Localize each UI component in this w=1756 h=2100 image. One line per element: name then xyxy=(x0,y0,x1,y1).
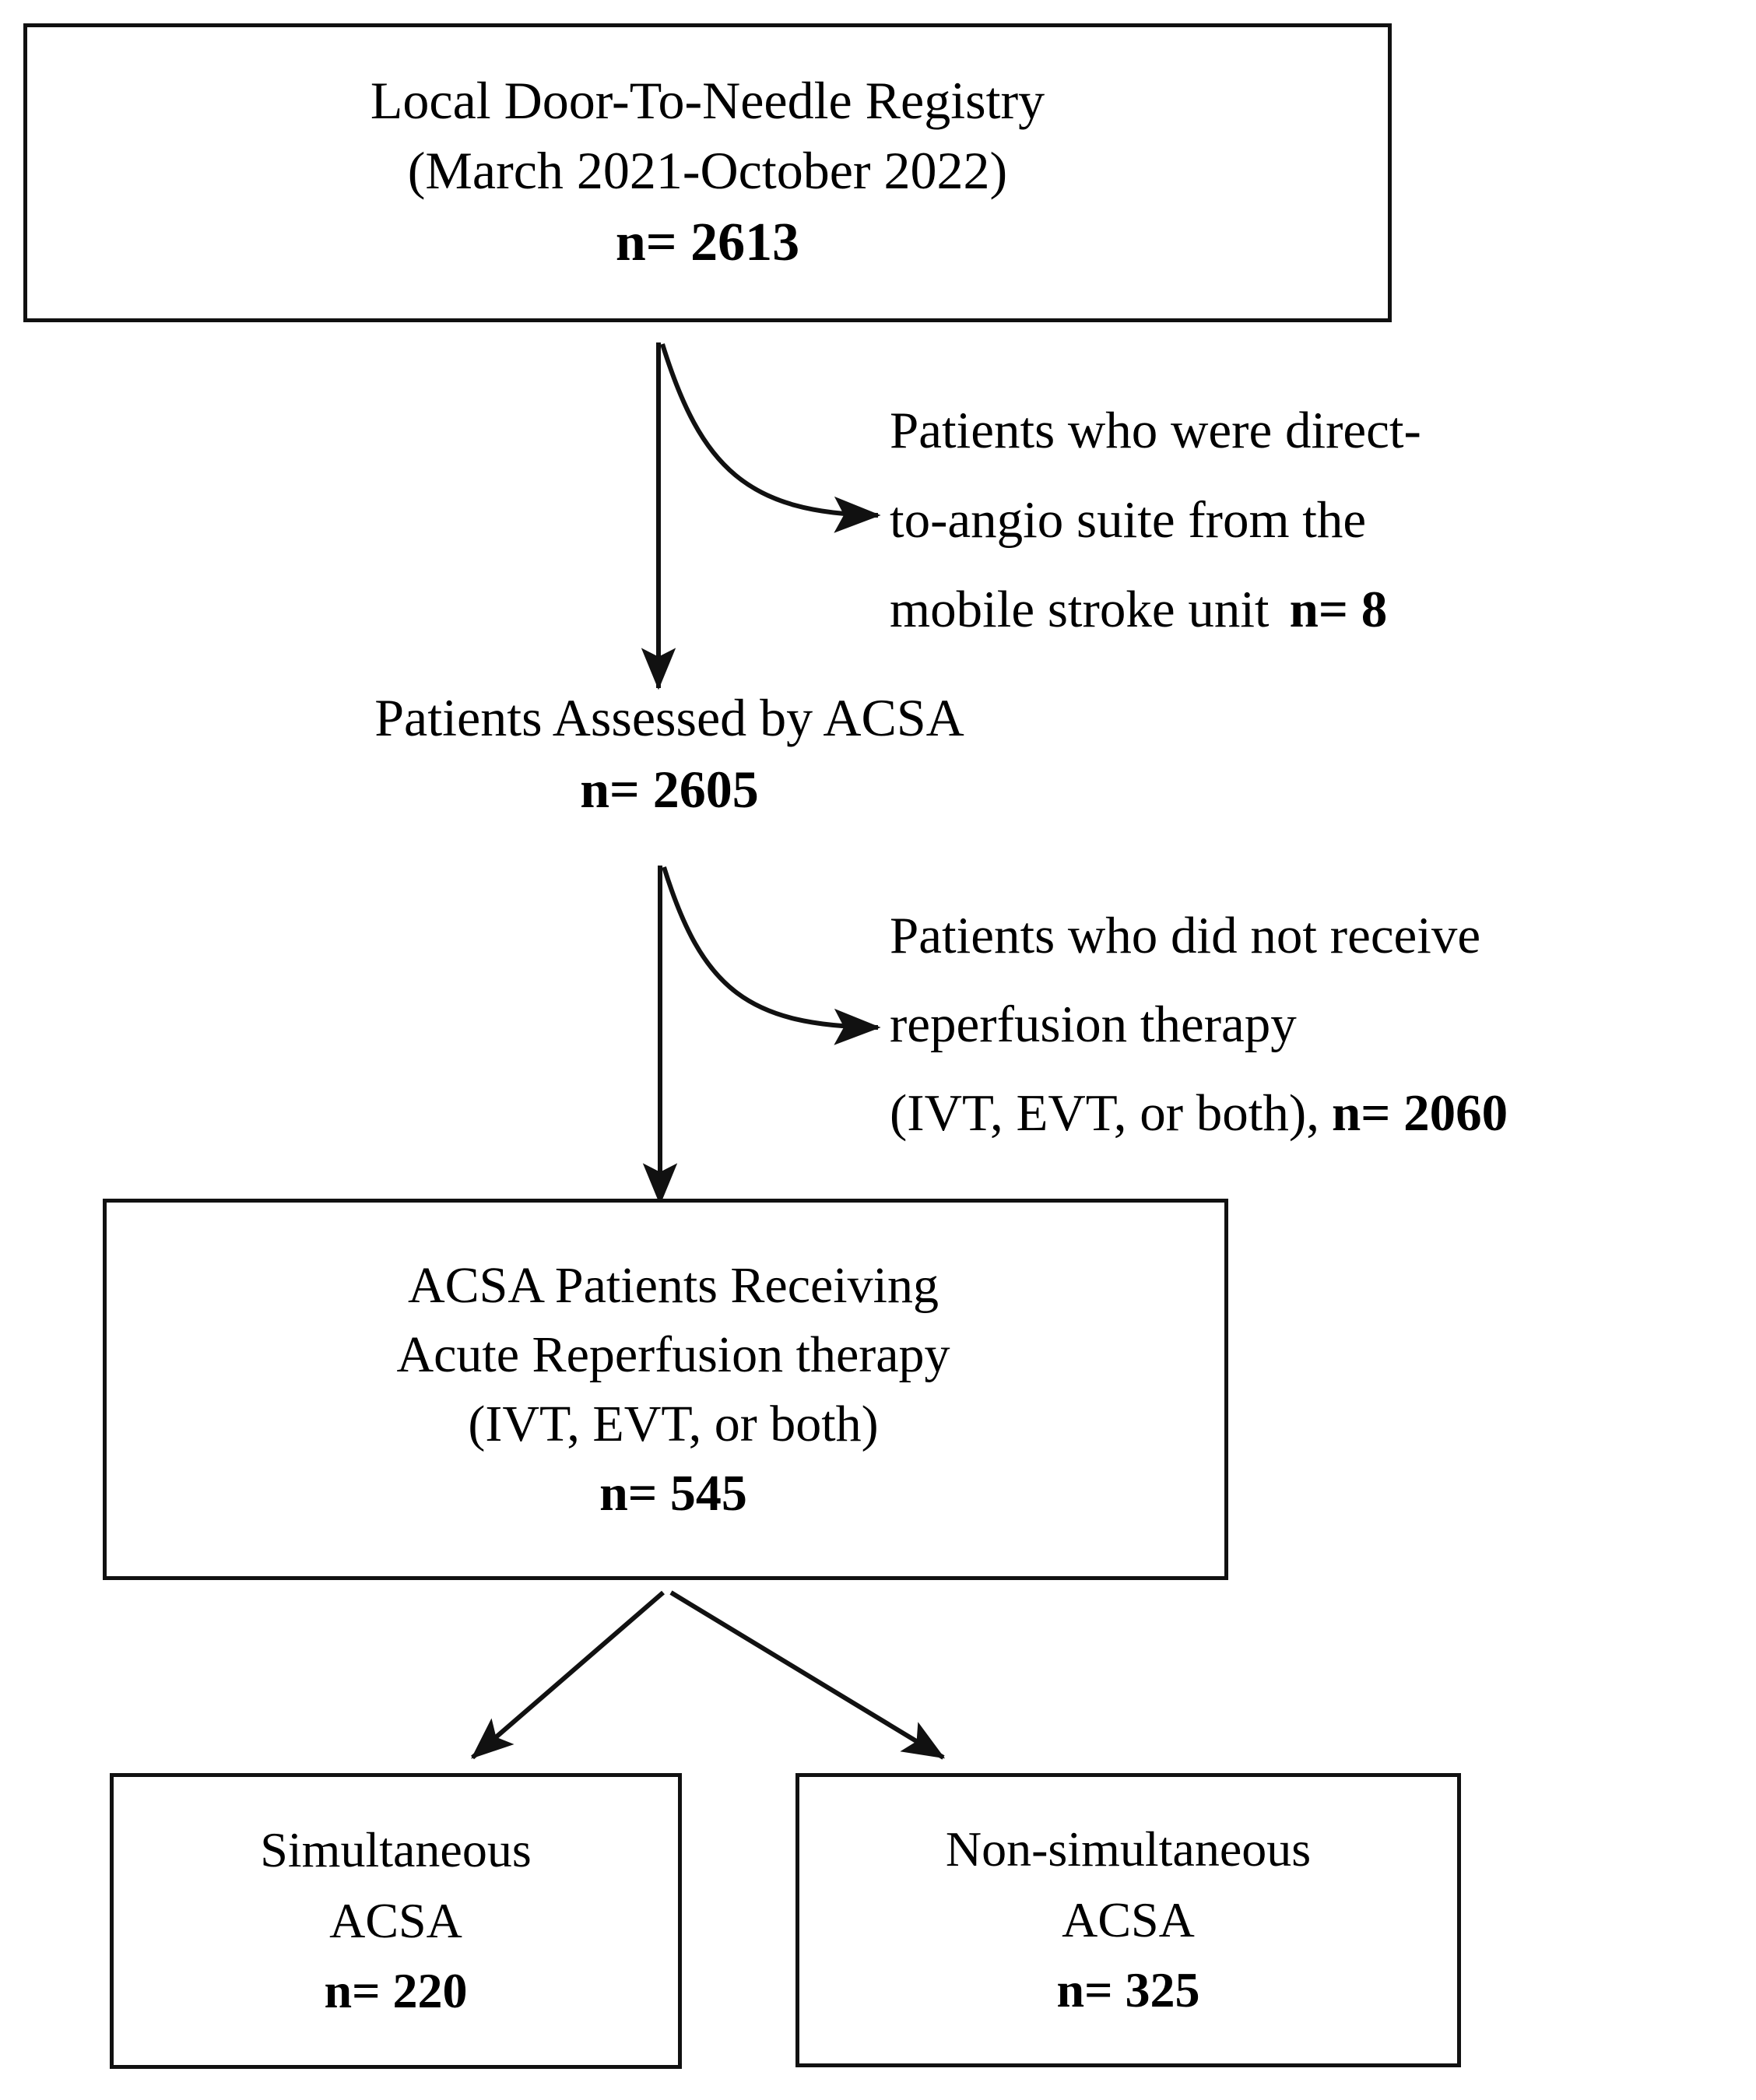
direct-angio-line1: Patients who were direct- xyxy=(890,402,1421,459)
no-reperfusion-line3-text: (IVT, EVT, or both), xyxy=(890,1083,1319,1142)
direct-angio-line2: to-angio suite from the xyxy=(890,491,1367,550)
node-patients-assessed: Patients Assessed by ACSA n= 2605 xyxy=(202,682,1136,826)
annotation-direct-to-angio: Patients who were direct- to-angio suite… xyxy=(890,386,1756,655)
direct-angio-line3: mobile stroke unit n= 8 xyxy=(890,565,1756,655)
reperfusion-text-block: ACSA Patients Receiving Acute Reperfusio… xyxy=(127,1251,1204,1528)
non-simultaneous-line1: Non-simultaneous xyxy=(945,1821,1312,1877)
node-local-registry: Local Door-To-Needle Registry (March 202… xyxy=(23,23,1392,322)
registry-title-line2: (March 2021-October 2022) xyxy=(407,141,1008,201)
simultaneous-count: n= 220 xyxy=(324,1963,468,2019)
reperfusion-line2: Acute Reperfusion therapy xyxy=(396,1326,950,1383)
non-simultaneous-line2: ACSA xyxy=(1062,1891,1195,1947)
node-simultaneous-acsa: Simultaneous ACSA n= 220 xyxy=(110,1773,682,2069)
node-non-simultaneous-acsa: Non-simultaneous ACSA n= 325 xyxy=(795,1773,1461,2067)
connector-exclusion-no-reperfusion xyxy=(662,866,881,1045)
annotation-no-reperfusion: Patients who did not receive reperfusion… xyxy=(890,892,1756,1158)
reperfusion-line1: ACSA Patients Receiving xyxy=(408,1256,939,1314)
connector-split-to-non-simultaneous xyxy=(669,1590,946,1760)
registry-count: n= 2613 xyxy=(615,212,800,272)
direct-angio-line3-text: mobile stroke unit xyxy=(890,581,1270,639)
simultaneous-line1: Simultaneous xyxy=(260,1821,532,1877)
connector-split-to-simultaneous xyxy=(471,1590,665,1760)
no-reperfusion-line2: reperfusion therapy xyxy=(890,995,1297,1053)
non-simultaneous-count: n= 325 xyxy=(1056,1962,1200,2018)
registry-title-line1: Local Door-To-Needle Registry xyxy=(370,71,1045,131)
connector-exclusion-direct-angio xyxy=(660,343,881,533)
reperfusion-line3: (IVT, EVT, or both) xyxy=(468,1396,879,1452)
simultaneous-line2: ACSA xyxy=(329,1892,462,1948)
reperfusion-count: n= 545 xyxy=(599,1465,747,1522)
direct-angio-count: n= 8 xyxy=(1289,581,1388,639)
no-reperfusion-line3: (IVT, EVT, or both),n= 2060 xyxy=(890,1069,1756,1158)
no-reperfusion-line1: Patients who did not receive xyxy=(890,907,1481,964)
assessed-title: Patients Assessed by ACSA xyxy=(374,688,964,747)
assessed-count: n= 2605 xyxy=(580,760,759,820)
node-acsa-reperfusion: ACSA Patients Receiving Acute Reperfusio… xyxy=(103,1199,1228,1580)
no-reperfusion-count: n= 2060 xyxy=(1331,1083,1508,1142)
